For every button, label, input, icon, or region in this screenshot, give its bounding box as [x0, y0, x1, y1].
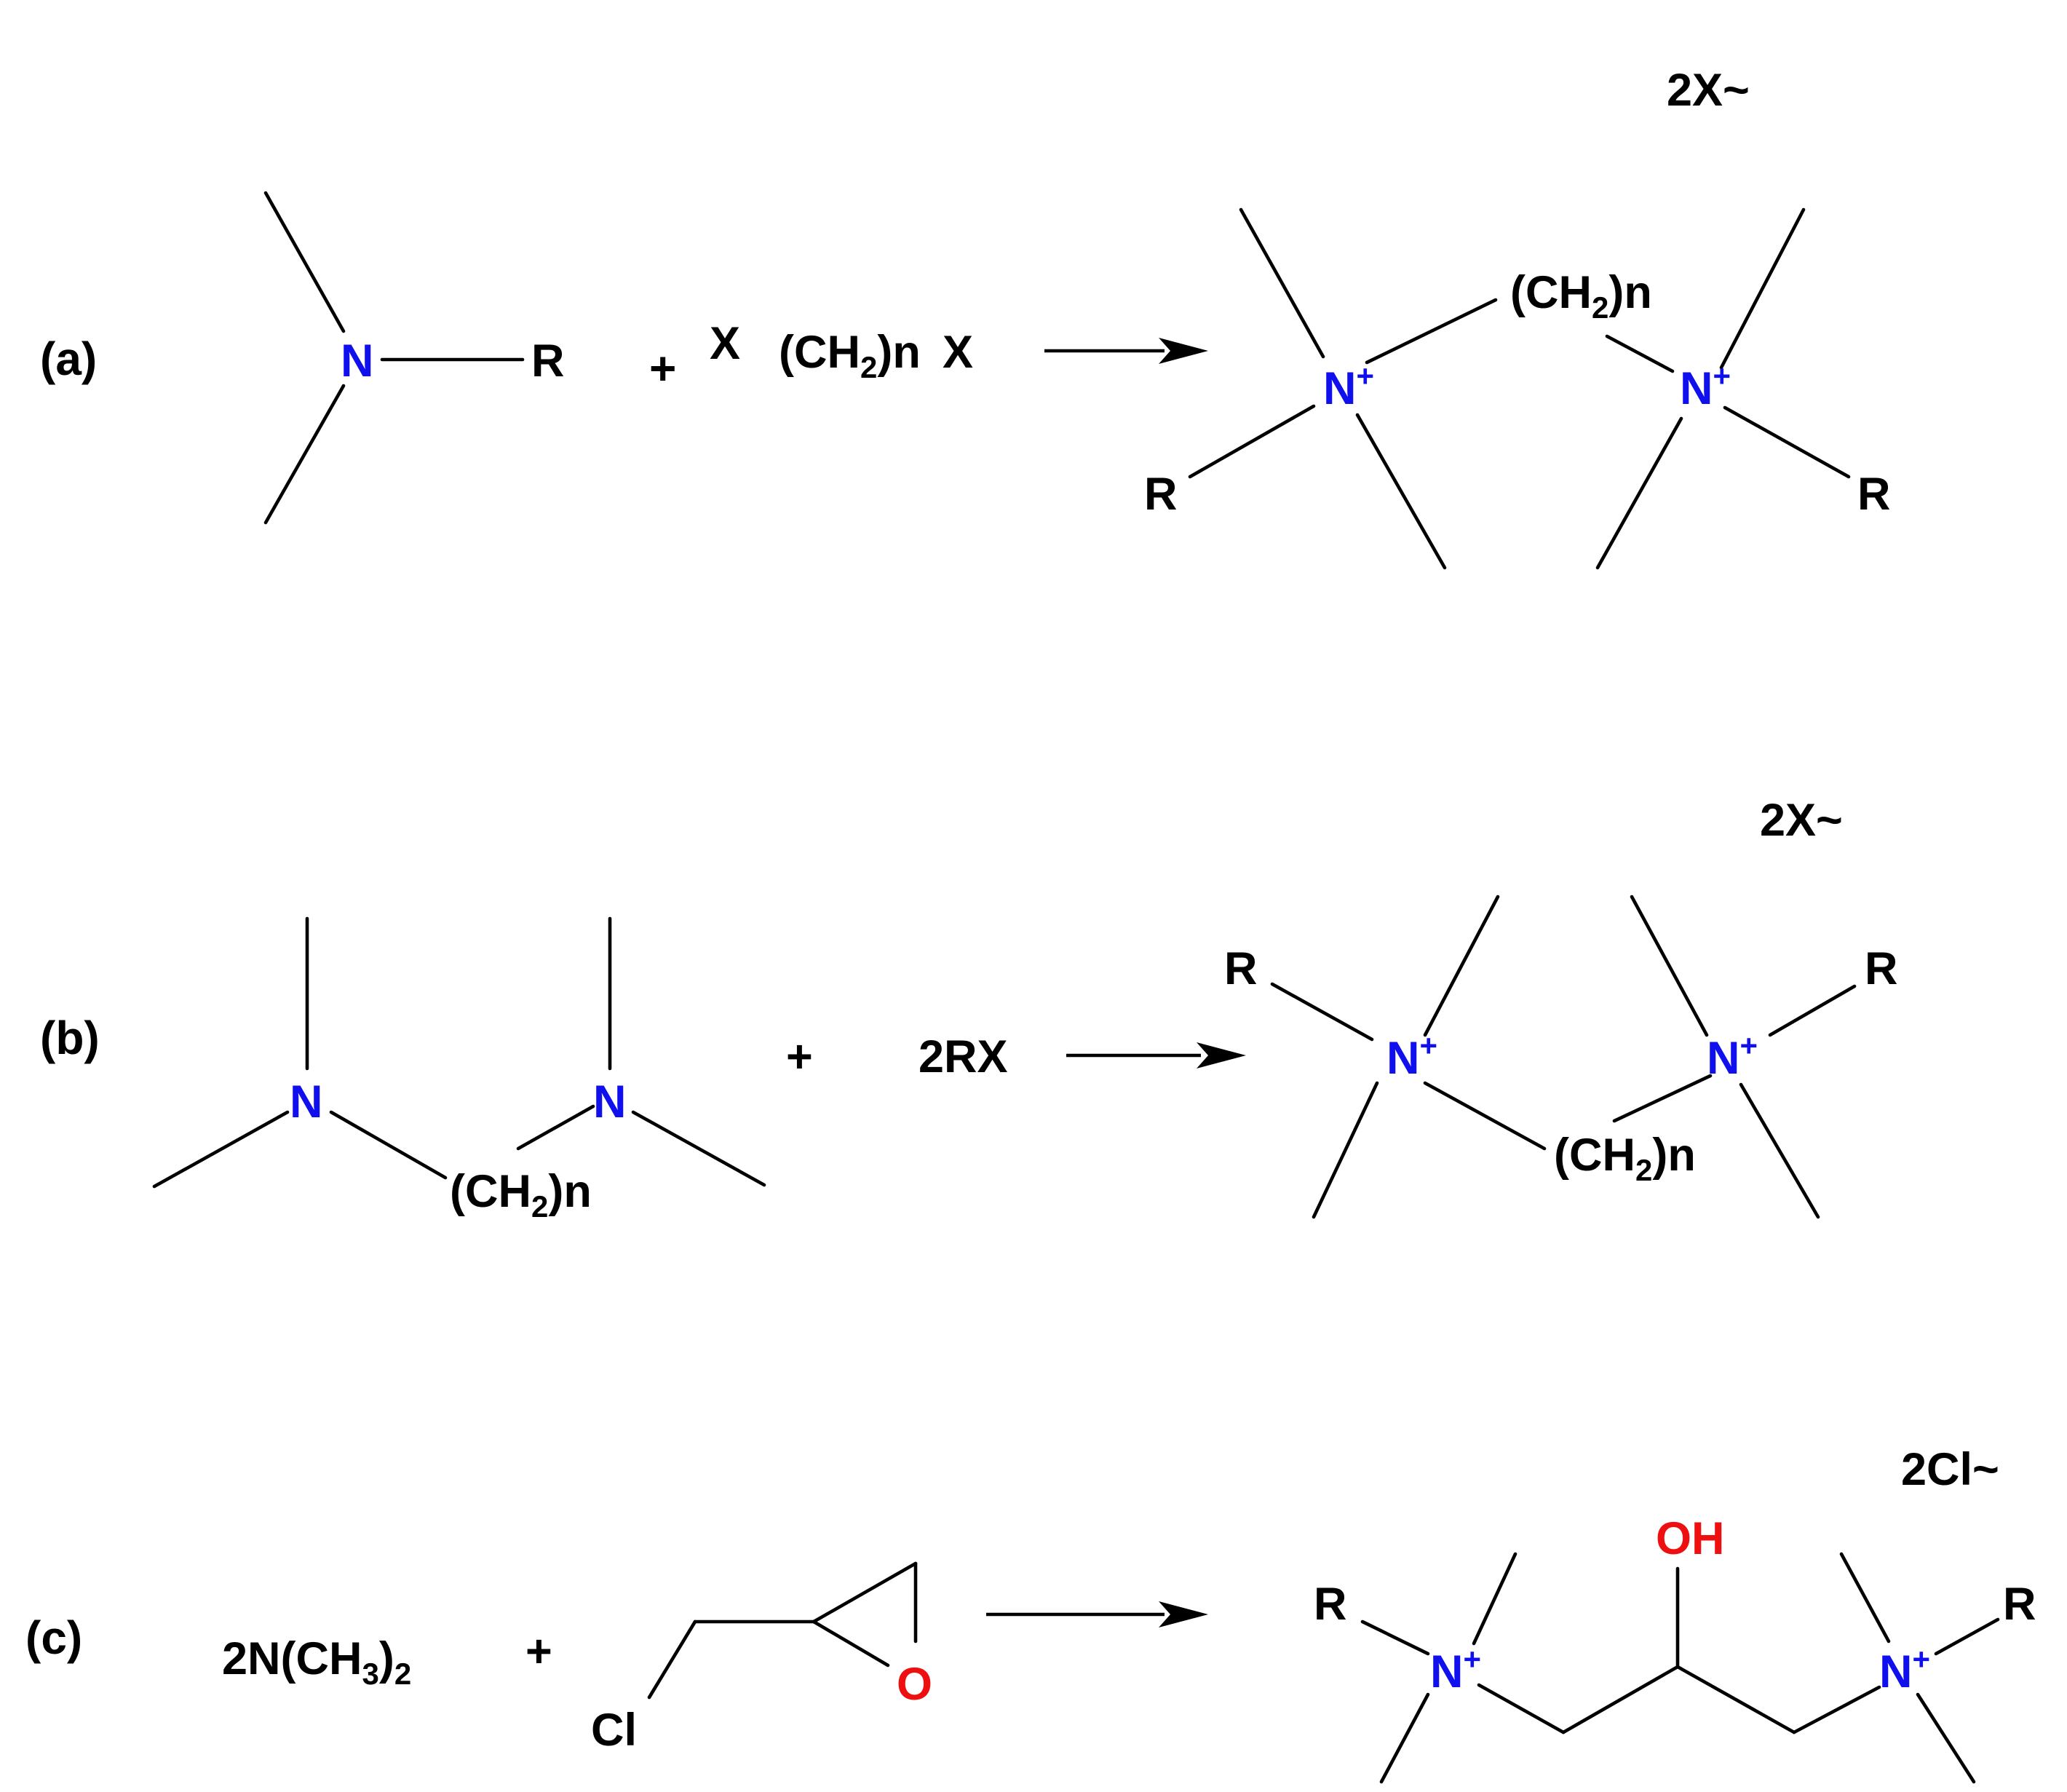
quaternary-nitrogen: N+ — [1879, 1642, 1930, 1697]
epichlorohydrin: Cl O — [591, 1561, 932, 1756]
bond — [1312, 1081, 1379, 1219]
nitrogen-atom: N — [290, 1077, 323, 1127]
quaternary-nitrogen: N+ — [1680, 359, 1731, 414]
halide-x: X — [710, 318, 740, 369]
reaction-a-label: (a) — [40, 333, 97, 385]
counterion: 2X~ — [1667, 65, 1750, 116]
methylene-spacer: (CH2)n — [1510, 267, 1652, 325]
r-group: R — [1144, 469, 1178, 520]
chlorine-atom: Cl — [591, 1705, 637, 1756]
r-group: R — [1314, 1579, 1347, 1630]
quaternary-nitrogen: N+ — [1386, 1028, 1437, 1084]
methylene-spacer: (CH2)n — [450, 1166, 592, 1224]
bond — [1612, 1074, 1713, 1123]
quaternary-nitrogen: N+ — [1323, 359, 1374, 414]
reaction-arrow — [1066, 1042, 1246, 1069]
bond — [1365, 298, 1498, 365]
bond — [1477, 1683, 1566, 1734]
nitrogen-atom: N — [593, 1077, 627, 1127]
plus-sign: + — [525, 1626, 552, 1677]
bond — [516, 1104, 595, 1151]
bond — [1916, 1692, 1976, 1784]
bond — [1768, 984, 1857, 1037]
bond — [1723, 405, 1851, 479]
alkyl-halide-reagent: 2RX — [919, 1031, 1008, 1082]
bond — [263, 191, 346, 333]
bond — [1739, 1082, 1820, 1219]
methylene-spacer: (CH2)n — [1554, 1130, 1696, 1187]
r-group: R — [1865, 943, 1898, 994]
bond — [1472, 1552, 1517, 1646]
bond — [1605, 334, 1675, 373]
r-group: R — [1224, 943, 1258, 994]
bond — [1239, 207, 1325, 359]
bond — [1270, 982, 1374, 1042]
quaternary-nitrogen: N+ — [1430, 1642, 1481, 1697]
bond — [647, 1619, 697, 1700]
reaction-c-product: 2Cl~ OH R R N+ N+ — [1314, 1444, 2036, 1784]
bond — [152, 1110, 290, 1189]
bond — [1792, 1685, 1881, 1734]
methylene-spacer: (CH2)n — [779, 327, 921, 384]
reaction-arrow — [1044, 338, 1208, 364]
reaction-b-product: 2X~ R R N+ N+ (CH2)n — [1224, 795, 1898, 1219]
bond — [1355, 413, 1447, 570]
bond — [631, 1110, 766, 1187]
reaction-a: (a) N R + X (CH2)n X 2X~ (CH2)n — [40, 65, 1891, 570]
nitrogen-atom: N — [341, 336, 374, 386]
dimethylamine-reactant: 2N(CH3)2 — [222, 1633, 411, 1691]
reaction-a-dihalide: X (CH2)n X — [710, 318, 973, 384]
reaction-arrow — [986, 1601, 1208, 1628]
oxygen-atom: O — [897, 1659, 932, 1710]
bond — [263, 384, 346, 525]
bond — [1423, 1081, 1547, 1151]
bond — [1934, 1617, 2000, 1656]
reaction-a-amine: N R — [263, 191, 565, 525]
reaction-c-label: (c) — [25, 1611, 82, 1664]
counterion: 2Cl~ — [1901, 1444, 1999, 1495]
reaction-b: (b) N N (CH2)n + 2RX 2X~ R R — [40, 795, 1898, 1224]
reaction-c: (c) 2N(CH3)2 + Cl O 2Cl~ OH R R — [25, 1444, 2036, 1784]
bond — [1675, 1665, 1796, 1734]
bond — [1630, 895, 1709, 1037]
bond — [1561, 1665, 1680, 1734]
plus-sign: + — [786, 1031, 813, 1082]
bond — [1360, 1619, 1430, 1656]
bond — [1188, 404, 1316, 479]
r-group: R — [1857, 469, 1891, 520]
bond — [1839, 1552, 1891, 1644]
r-group: R — [531, 336, 565, 386]
reaction-a-product: 2X~ (CH2)n N+ R N+ R — [1144, 65, 1891, 570]
r-group: R — [2003, 1579, 2036, 1630]
reaction-b-label: (b) — [40, 1012, 100, 1064]
quaternary-nitrogen: N+ — [1707, 1028, 1758, 1084]
bond — [1595, 416, 1683, 570]
bond — [1719, 207, 1806, 370]
bond — [812, 1619, 890, 1668]
counterion: 2X~ — [1760, 795, 1843, 846]
halide-x: X — [943, 327, 973, 378]
hydroxyl-group: OH — [1656, 1513, 1725, 1564]
bond — [329, 1110, 448, 1180]
reaction-b-diamine: N N (CH2)n — [152, 916, 766, 1224]
plus-sign: + — [649, 342, 676, 395]
bond — [1423, 895, 1500, 1037]
bond — [1379, 1692, 1430, 1784]
bond — [812, 1561, 918, 1624]
